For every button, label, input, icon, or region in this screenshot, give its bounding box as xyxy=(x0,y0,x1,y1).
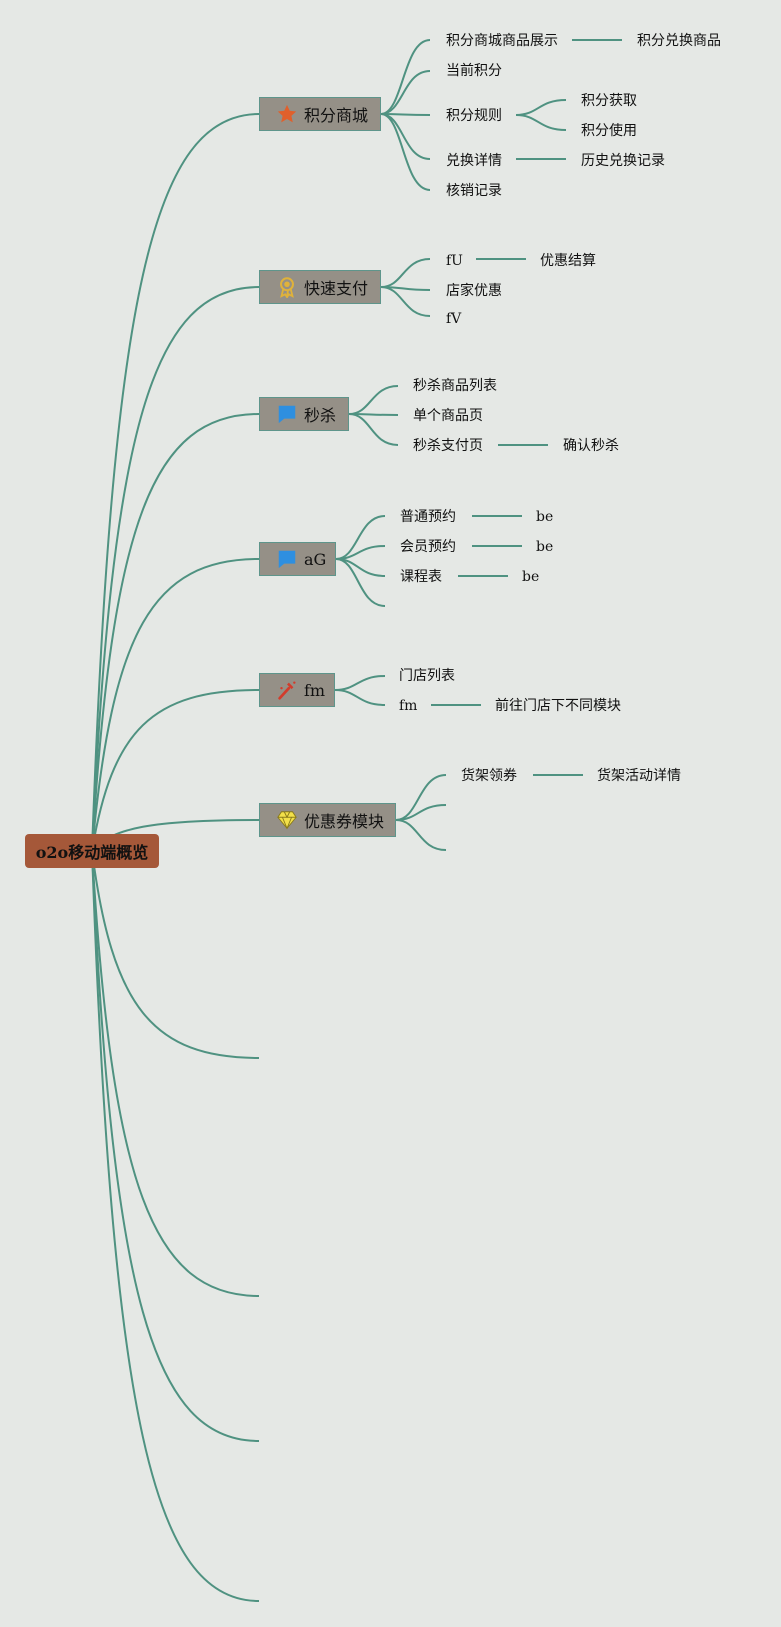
leaf-current-points[interactable]: 当前积分 xyxy=(446,63,502,79)
connector xyxy=(348,413,399,446)
connector xyxy=(334,689,386,706)
diamond-icon xyxy=(276,809,298,831)
connector xyxy=(91,413,260,852)
leaf-schedule-be[interactable]: be xyxy=(522,569,540,585)
connector xyxy=(395,774,447,821)
leaf-points-earn[interactable]: 积分获取 xyxy=(581,93,637,109)
leaf-normal-booking[interactable]: 普通预约 xyxy=(400,509,456,525)
leaf-fv[interactable]: fV xyxy=(446,311,462,327)
connector xyxy=(380,70,431,115)
connector xyxy=(91,286,260,852)
connector xyxy=(91,113,260,852)
connector xyxy=(515,99,567,116)
leaf-flash-list[interactable]: 秒杀商品列表 xyxy=(413,378,497,394)
leaf-goto-store[interactable]: 前往门店下不同模块 xyxy=(495,698,621,714)
connector xyxy=(380,39,431,115)
connector xyxy=(380,113,431,160)
connector xyxy=(380,113,431,191)
leaf-store-discount[interactable]: 店家优惠 xyxy=(446,283,502,299)
connector xyxy=(91,850,260,1297)
root-node[interactable]: o2o移动端概览 xyxy=(25,834,159,868)
connector xyxy=(395,804,447,821)
leaf-points-use[interactable]: 积分使用 xyxy=(581,123,637,139)
root-label: o2o移动端概览 xyxy=(35,843,149,862)
leaf-member-be[interactable]: be xyxy=(536,539,554,555)
leaf-flash-single[interactable]: 单个商品页 xyxy=(413,408,483,424)
branch-label: 优惠券模块 xyxy=(304,812,385,831)
branch-label: 快速支付 xyxy=(304,279,369,298)
leaf-member-booking[interactable]: 会员预约 xyxy=(400,539,456,555)
leaf-discount-settle[interactable]: 优惠结算 xyxy=(540,253,596,269)
star-icon xyxy=(276,103,298,125)
branch-quick-pay[interactable]: 快速支付 xyxy=(259,270,381,304)
leaf-exchange-history[interactable]: 历史兑换记录 xyxy=(581,153,665,169)
connector xyxy=(380,258,431,288)
flag-icon xyxy=(276,548,298,570)
branch-points-mall[interactable]: 积分商城 xyxy=(259,97,381,131)
leaf-points-rules[interactable]: 积分规则 xyxy=(446,108,502,124)
connector xyxy=(515,114,567,131)
branch-label: aG xyxy=(304,549,327,569)
connector xyxy=(91,850,260,1442)
branch-flash-sale[interactable]: 秒杀 xyxy=(259,397,349,431)
leaf-schedule[interactable]: 课程表 xyxy=(400,569,442,585)
connector xyxy=(91,558,260,852)
leaf-normal-be[interactable]: be xyxy=(536,509,554,525)
award-ribbon-icon xyxy=(276,276,298,298)
leaf-points-exchange[interactable]: 积分兑换商品 xyxy=(637,33,721,49)
branch-label: fm xyxy=(304,680,326,700)
connector xyxy=(380,286,431,317)
connector xyxy=(91,850,260,1059)
leaf-fu[interactable]: fU xyxy=(446,253,463,269)
leaf-exchange-details[interactable]: 兑换详情 xyxy=(446,153,502,169)
connector xyxy=(91,850,260,1602)
leaf-flash-pay[interactable]: 秒杀支付页 xyxy=(413,438,483,454)
connector xyxy=(334,675,386,691)
connector xyxy=(348,385,399,415)
leaf-flash-confirm[interactable]: 确认秒杀 xyxy=(563,438,619,454)
branch-label: 秒杀 xyxy=(304,406,337,425)
branch-fm[interactable]: fm xyxy=(259,673,335,707)
leaf-shelf-detail[interactable]: 货架活动详情 xyxy=(597,768,681,784)
hammer-icon xyxy=(276,679,298,701)
connector xyxy=(335,558,386,607)
branch-coupon[interactable]: 优惠券模块 xyxy=(259,803,396,837)
branch-label: 积分商城 xyxy=(304,106,369,125)
branch-ag[interactable]: aG xyxy=(259,542,336,576)
connector xyxy=(91,689,260,852)
flag-icon xyxy=(276,403,298,425)
leaf-verify-records[interactable]: 核销记录 xyxy=(446,183,502,199)
leaf-fm[interactable]: fm xyxy=(399,698,418,714)
connector xyxy=(395,819,447,851)
leaf-shelf-coupon[interactable]: 货架领券 xyxy=(461,768,517,784)
leaf-store-list[interactable]: 门店列表 xyxy=(399,668,455,684)
leaf-mall-display[interactable]: 积分商城商品展示 xyxy=(446,33,558,49)
